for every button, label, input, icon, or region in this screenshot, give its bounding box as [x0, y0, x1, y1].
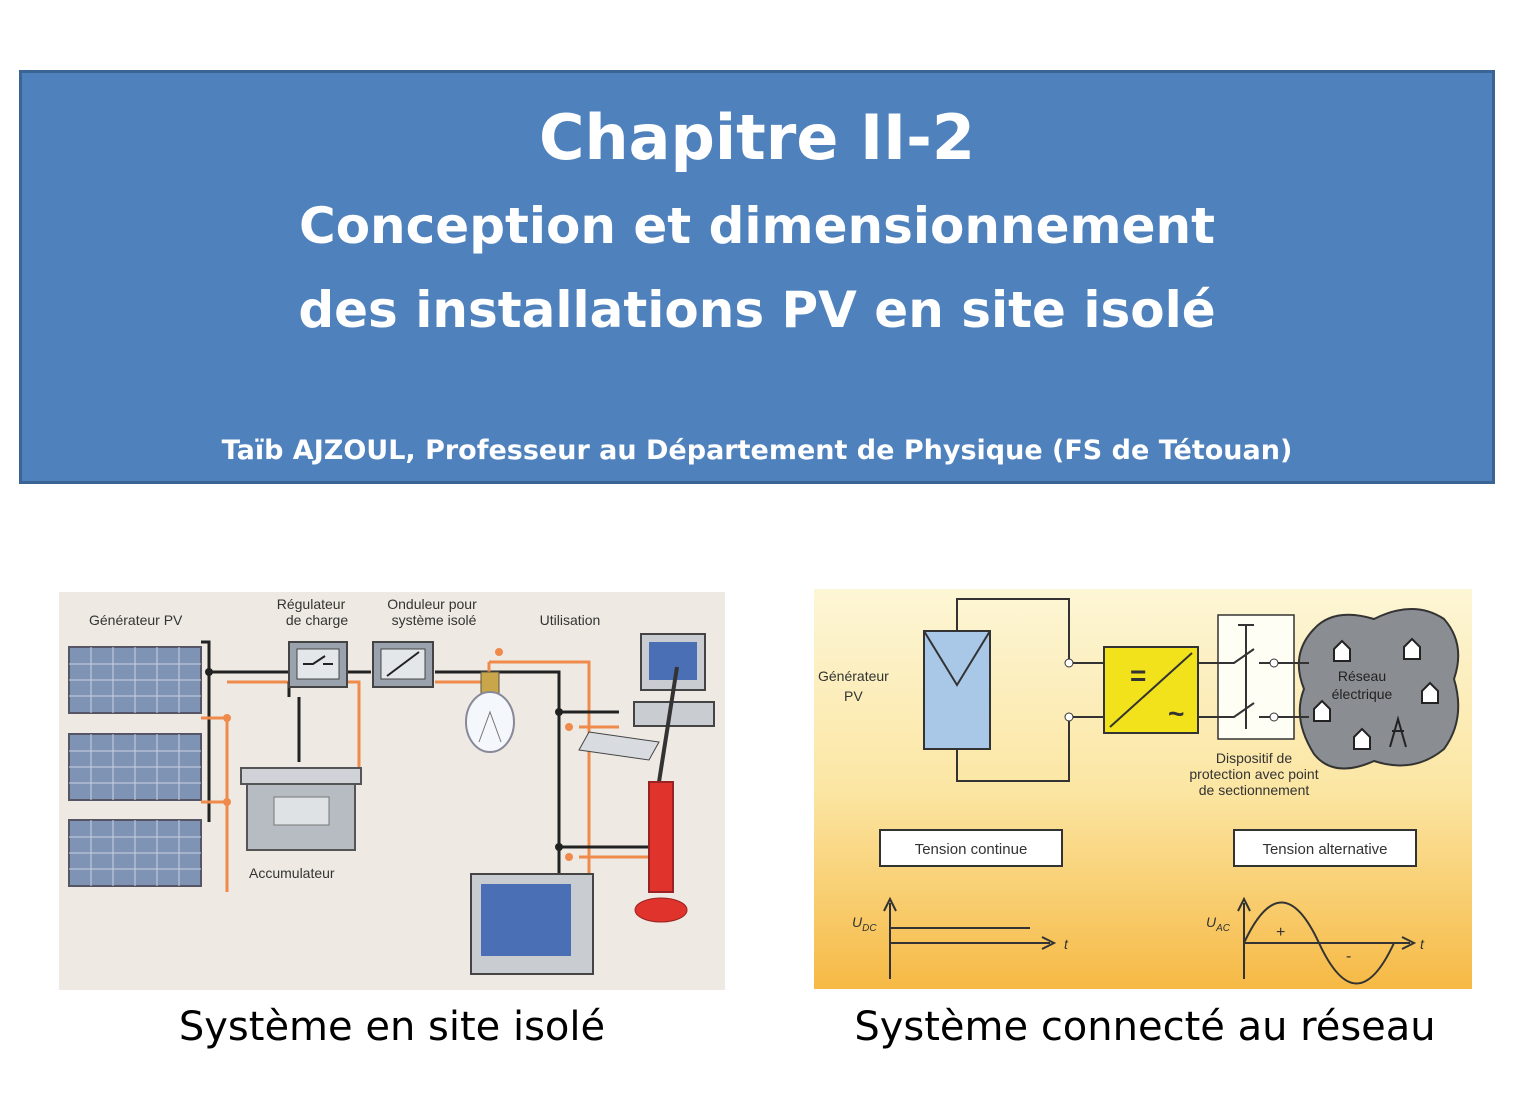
label-battery: Accumulateur — [249, 865, 335, 881]
label-regulator-1: Régulateur — [277, 596, 346, 612]
light-bulb-icon — [465, 671, 515, 753]
label-generator-2: PV — [844, 688, 863, 704]
t-label-dc: t — [1064, 936, 1069, 952]
caption-isolated: Système en site isolé — [178, 1004, 606, 1050]
title-box: Chapitre II-2 Conception et dimensionnem… — [19, 70, 1495, 484]
label-generator-1: Générateur — [818, 668, 889, 684]
chapter-title: Chapitre II-2 — [539, 101, 975, 174]
pv-panel-2 — [68, 733, 202, 801]
label-regulator-2: de charge — [286, 612, 348, 628]
uac-label: UAC — [1206, 914, 1231, 934]
grid-connected-diagram: Générateur PV = ~ Dispositif de protecti… — [814, 589, 1472, 989]
author-line: Taïb AJZOUL, Professeur au Département d… — [221, 435, 1293, 466]
dc-voltage-box: Tension continue — [879, 829, 1063, 867]
label-protection-1: Dispositif de — [1216, 750, 1292, 766]
isolated-system-diagram: Générateur PV Régulateur de charge Ondul… — [59, 592, 725, 990]
label-generator: Générateur PV — [89, 612, 183, 628]
ac-box-label: Tension alternative — [1262, 841, 1387, 858]
t-label-ac: t — [1420, 936, 1425, 952]
inverter-icon: = ~ — [1103, 646, 1199, 734]
wires — [201, 640, 659, 962]
ac-plot: UAC + - t — [1206, 896, 1425, 985]
label-grid-2: électrique — [1332, 686, 1393, 702]
minus-label: - — [1346, 948, 1351, 965]
isolated-system-svg: Générateur PV Régulateur de charge Ondul… — [68, 596, 715, 975]
label-protection-2: protection avec point — [1189, 766, 1318, 782]
inverter-tilde: ~ — [1168, 698, 1184, 729]
protection-switch-icon — [1217, 614, 1295, 740]
udc-label: UDC — [852, 914, 877, 934]
grid-cloud-icon: Réseau électrique — [1297, 608, 1460, 770]
subtitle-line-1: Conception et dimensionnement — [299, 197, 1215, 255]
dc-plot: UDC t — [852, 896, 1069, 979]
subtitle-line-2: des installations PV en site isolé — [298, 281, 1216, 339]
vacuum-cleaner-icon — [634, 666, 688, 923]
dc-box-label: Tension continue — [915, 841, 1028, 858]
label-protection-3: de sectionnement — [1199, 782, 1310, 798]
pv-panel-icon — [923, 630, 991, 750]
caption-grid-connected: Système connecté au réseau — [854, 1004, 1436, 1050]
inverter-eq: = — [1130, 660, 1146, 691]
pv-panel-1 — [68, 646, 202, 714]
label-inverter-2: système isolé — [392, 612, 477, 628]
grid-connected-svg: Générateur PV = ~ Dispositif de protecti… — [814, 589, 1472, 989]
label-grid-1: Réseau — [1338, 668, 1386, 684]
label-inverter-1: Onduleur pour — [387, 596, 477, 612]
ac-voltage-box: Tension alternative — [1233, 829, 1417, 867]
charge-regulator-icon — [288, 641, 348, 688]
plus-label: + — [1276, 924, 1285, 941]
inverter-icon — [372, 641, 434, 688]
computer-icon — [578, 633, 715, 761]
pv-panel-3 — [68, 819, 202, 887]
tv-icon — [470, 873, 594, 975]
label-usage: Utilisation — [540, 612, 601, 628]
battery-icon: Accumulateur — [240, 767, 362, 881]
